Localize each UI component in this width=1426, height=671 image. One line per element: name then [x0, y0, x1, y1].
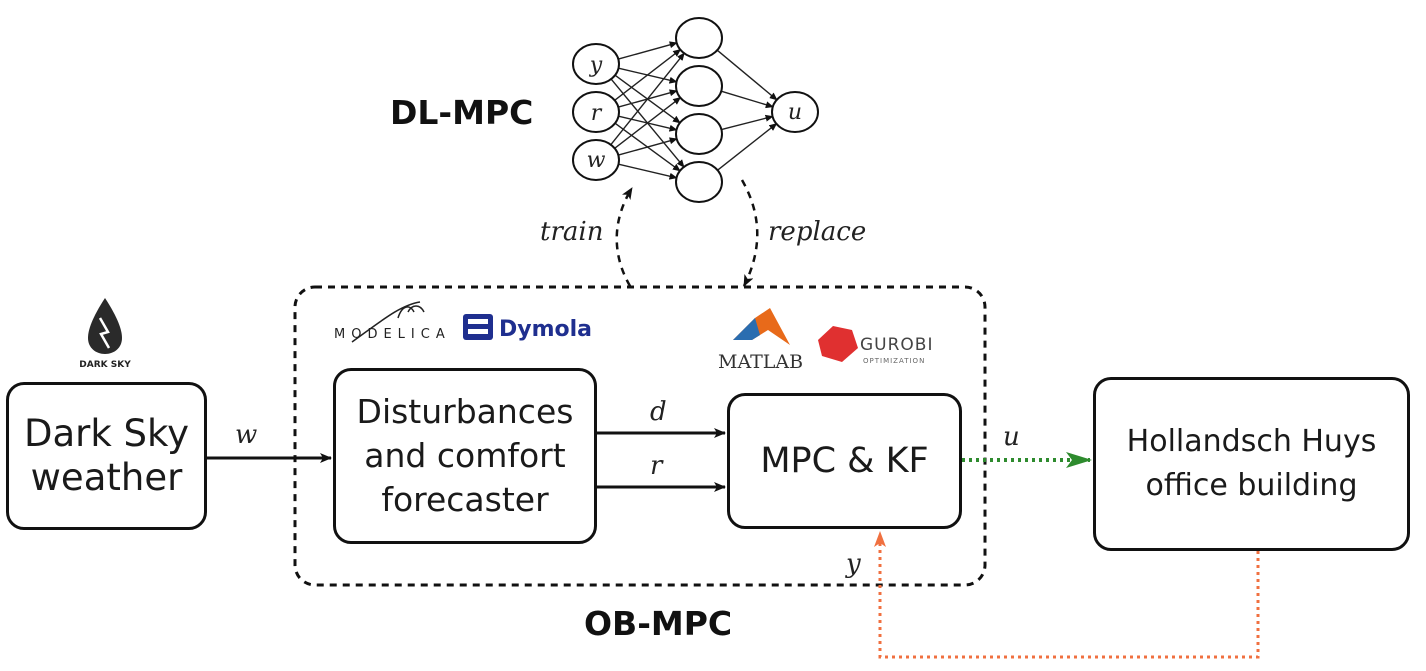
darksky-logo-text: DARK SKY — [79, 360, 131, 370]
gurobi-cube-icon — [818, 326, 858, 362]
building-block: Hollandsch Huys office building — [1093, 377, 1410, 551]
replace-label: replace — [768, 217, 866, 247]
nn-hidden-node — [675, 65, 723, 107]
ob-mpc-heading: OB-MPC — [584, 604, 732, 643]
dymola-logo-text: Dymola — [499, 317, 592, 342]
y-signal-label: y — [845, 549, 861, 579]
mpc-kf-block: MPC & KF — [727, 393, 962, 529]
nn-edge — [614, 97, 682, 149]
nn-edge — [717, 123, 778, 171]
nn-output-label-u: u — [788, 100, 802, 125]
y-feedback-arrow — [874, 531, 1260, 659]
train-label: train — [540, 217, 603, 247]
nn-edge — [716, 49, 778, 101]
gurobi-logo-text: GUROBI — [860, 335, 934, 355]
modelica-logo: MODELICA — [334, 301, 451, 343]
dymola-icon — [463, 314, 493, 340]
matlab-logo: MATLAB — [718, 308, 803, 373]
nn-edge — [610, 52, 685, 146]
mpc-kf-label: MPC & KF — [760, 441, 929, 481]
nn-hidden-node — [675, 17, 723, 59]
nn-edge — [720, 90, 774, 109]
nn-edge — [614, 49, 682, 101]
neural-network: y r w u — [572, 17, 819, 203]
modelica-swoosh-icon — [351, 301, 425, 343]
train-arrow — [615, 187, 634, 287]
ob-mpc-boundary — [293, 285, 987, 587]
nn-hidden-node — [675, 113, 723, 155]
nn-input-label-w: w — [587, 148, 606, 173]
darksky-logo: DARK SKY — [79, 298, 131, 370]
nn-input-node-w — [572, 139, 620, 181]
nn-output-node-u — [771, 91, 819, 133]
nn-input-label-y: y — [589, 53, 603, 78]
forecaster-label: Disturbances and comfort forecaster — [356, 392, 574, 519]
gurobi-logo: GUROBI OPTIMIZATION — [818, 326, 934, 365]
building-label: Hollandsch Huys office building — [1126, 424, 1377, 503]
forecaster-block: Disturbances and comfort forecaster — [333, 368, 597, 544]
nn-edge — [618, 137, 678, 156]
nn-input-label-r: r — [591, 101, 603, 126]
dymola-logo: Dymola — [463, 314, 592, 342]
nn-edge — [618, 163, 678, 180]
dark-sky-weather-label: Dark Sky weather — [23, 412, 190, 499]
replace-arrow — [740, 179, 759, 287]
w-signal-label: w — [235, 420, 257, 450]
d-signal-label: d — [650, 397, 667, 427]
nn-hidden-node — [675, 161, 723, 203]
nn-input-node-y — [572, 43, 620, 85]
nn-input-node-r — [572, 91, 620, 133]
matlab-logo-text: MATLAB — [718, 351, 803, 373]
nn-edge — [618, 41, 678, 60]
nn-edge — [721, 114, 774, 131]
neural-network-edges — [610, 41, 778, 180]
r-signal-label: r — [650, 451, 664, 481]
dl-mpc-heading: DL-MPC — [390, 93, 533, 132]
dark-sky-weather-block: Dark Sky weather — [6, 382, 207, 530]
modelica-logo-text: MODELICA — [334, 327, 451, 342]
gurobi-logo-subtext: OPTIMIZATION — [863, 357, 925, 365]
u-signal-label: u — [1003, 422, 1020, 452]
